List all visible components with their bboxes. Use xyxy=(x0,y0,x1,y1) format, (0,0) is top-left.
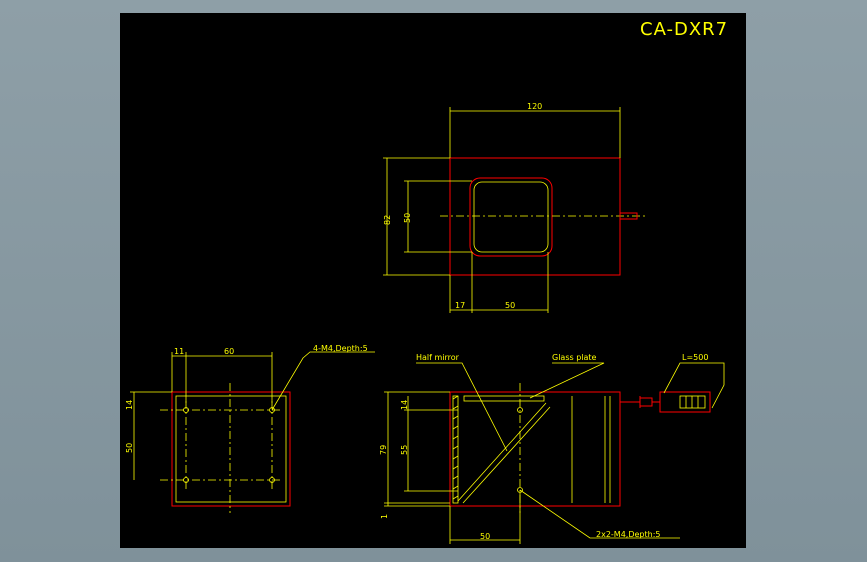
dim-label-55: 55 xyxy=(400,445,409,455)
hatch-line xyxy=(452,475,459,480)
left-view: 11 60 14 50 4-M4,Depth:5 xyxy=(125,344,375,513)
mount-hole xyxy=(517,407,523,413)
right-view: L=500 Half mirror Glass plate 79 14 55 1… xyxy=(379,353,725,544)
dim-label-79: 79 xyxy=(379,445,388,455)
leader-cable xyxy=(663,362,725,409)
dim-label-50-right: 50 xyxy=(480,532,490,541)
dim-label-17: 17 xyxy=(455,301,465,310)
top-view-window-inner xyxy=(473,181,549,253)
dim-label-11: 11 xyxy=(174,347,184,356)
hatch-line xyxy=(452,485,459,490)
drawing-canvas: CA-DXR7 120 82 50 17 50 xyxy=(120,13,746,548)
dim-label-14: 14 xyxy=(125,400,134,410)
top-view-cable-stub xyxy=(619,212,638,220)
glass-plate xyxy=(463,395,545,402)
hatch-line xyxy=(452,455,459,460)
half-mirror-line xyxy=(457,402,547,502)
mount-hole xyxy=(183,477,189,483)
hatch-line xyxy=(452,415,459,420)
hatch-line xyxy=(452,435,459,440)
hole-note-4m4: 4-M4,Depth:5 xyxy=(313,344,368,353)
hatch-line xyxy=(452,395,459,400)
cable-gland xyxy=(639,397,653,407)
leader-hole-note xyxy=(271,351,375,411)
dim-label-60: 60 xyxy=(224,347,234,356)
label-cable-length: L=500 xyxy=(682,353,708,362)
mount-hole xyxy=(517,487,523,493)
dim-label-120: 120 xyxy=(527,102,542,111)
hole-note-2x2m4: 2x2-M4,Depth:5 xyxy=(596,530,661,539)
hatch-line xyxy=(452,445,459,450)
drawing-title: CA-DXR7 xyxy=(640,19,728,40)
label-half-mirror: Half mirror xyxy=(416,353,460,362)
dim-label-50-vertical: 50 xyxy=(403,213,412,223)
top-view-body xyxy=(449,157,621,276)
connector-inner xyxy=(679,395,706,409)
hatch-line xyxy=(452,425,459,430)
cad-drawing: CA-DXR7 120 82 50 17 50 xyxy=(125,19,728,544)
mount-hole xyxy=(269,477,275,483)
leader-half-mirror xyxy=(416,362,508,452)
dim-label-50-bottom: 50 xyxy=(505,301,515,310)
top-view: 120 82 50 17 50 xyxy=(383,102,645,313)
hatch-line xyxy=(452,405,459,410)
hatch-line xyxy=(452,495,459,500)
side-wall-hatch xyxy=(452,395,459,504)
leader-hole-note-right xyxy=(519,489,680,539)
half-mirror-line xyxy=(462,406,551,504)
right-view-body xyxy=(449,391,621,507)
label-glass-plate: Glass plate xyxy=(552,353,597,362)
left-view-inner xyxy=(175,395,287,503)
top-view-window-outer xyxy=(469,177,553,257)
mount-hole xyxy=(269,407,275,413)
hatch-line xyxy=(452,465,459,470)
dim-label-50-left: 50 xyxy=(125,443,134,453)
mount-hole xyxy=(183,407,189,413)
dim-label-1: 1 xyxy=(380,514,389,519)
left-view-body xyxy=(171,391,291,507)
dim-label-82: 82 xyxy=(383,215,392,225)
dim-label-14-right: 14 xyxy=(400,400,409,410)
connector-body xyxy=(659,391,711,413)
leader-glass-plate xyxy=(529,362,605,399)
